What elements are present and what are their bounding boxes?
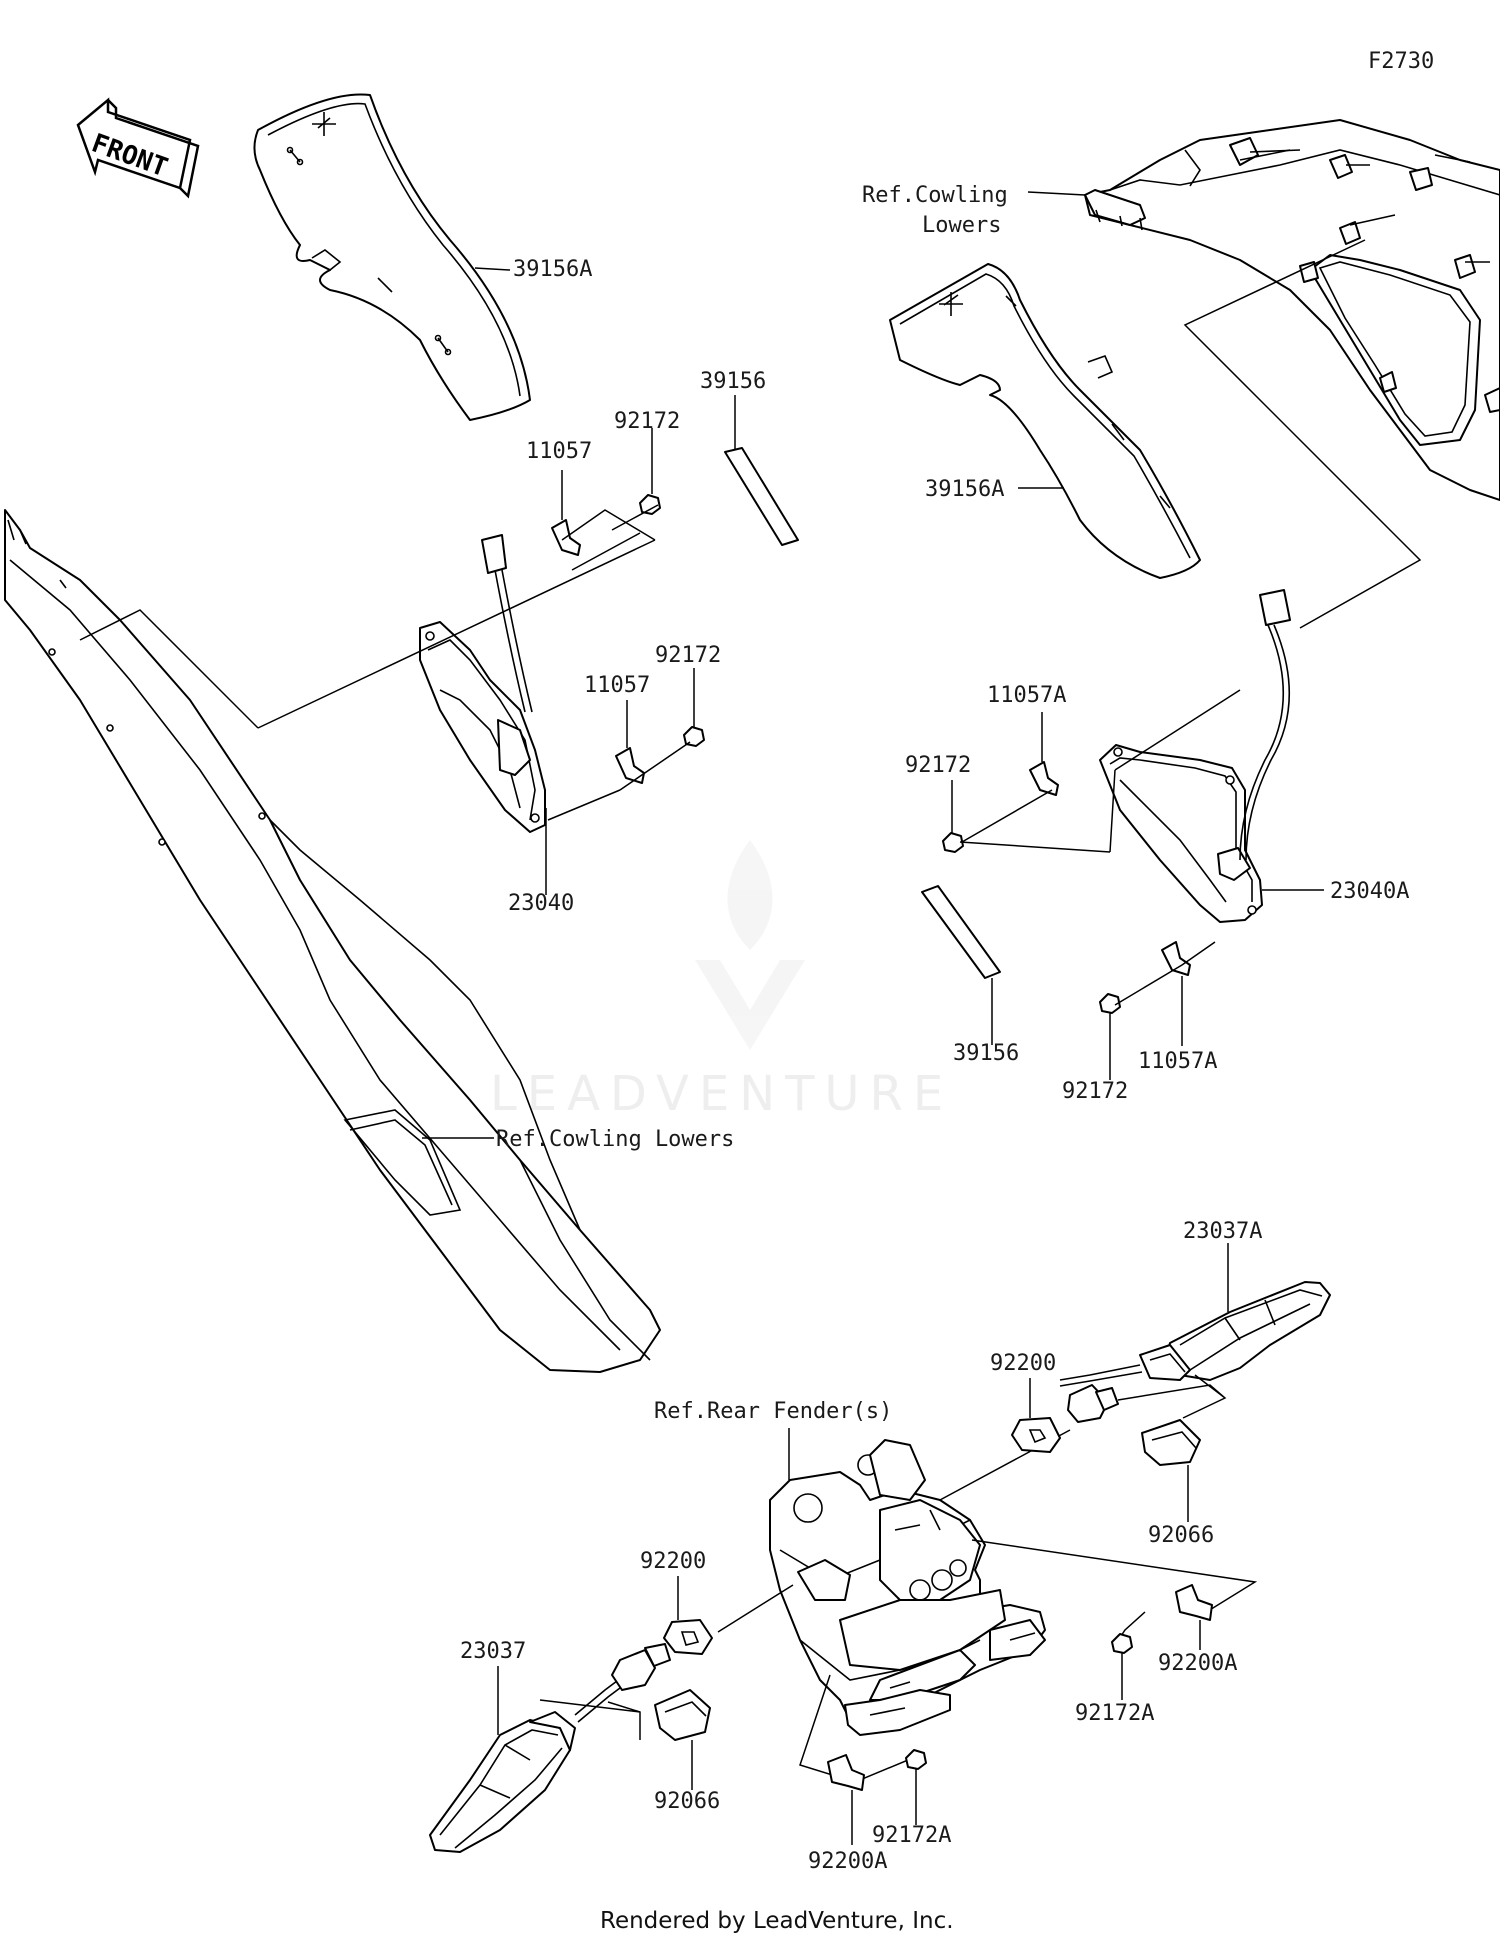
figure-code: F2730 — [1368, 49, 1434, 74]
callout-ref-cowling-lowers-left: Ref.Cowling Lowers — [496, 1127, 734, 1152]
callout-92172A-right: 92172A — [1075, 1701, 1154, 1726]
callout-39156A-right: 39156A — [925, 477, 1004, 502]
reflector-23040A — [1099, 589, 1324, 923]
pad-39156A-right — [889, 263, 1201, 579]
bracket-92200A-bottom — [827, 1754, 865, 1845]
right-reflector-leaders — [959, 689, 1241, 1006]
callout-92172-d: 92172 — [1062, 1079, 1128, 1104]
callout-11057-b: 11057 — [584, 673, 650, 698]
callout-92066-right: 92066 — [1148, 1523, 1214, 1548]
grommet-92200-left — [663, 1576, 713, 1655]
bracket-11057A-bottom — [1161, 941, 1191, 1046]
callout-92066-left: 92066 — [654, 1789, 720, 1814]
callout-92172-c: 92172 — [905, 753, 971, 778]
rear-fender-leaders — [539, 1429, 1258, 1783]
connector-cover-92066-right — [1141, 1419, 1201, 1522]
callout-39156A-top: 39156A — [513, 257, 592, 282]
bracket-11057-b — [615, 700, 645, 784]
screw-92172-d — [1099, 993, 1121, 1080]
reflector-23040 — [419, 534, 547, 895]
right-cowling-leaders — [1027, 149, 1422, 629]
footer-credit: Rendered by LeadVenture, Inc. — [600, 1908, 954, 1934]
callout-ref-cowling-lowers-right-line2: Lowers — [922, 213, 1001, 238]
callout-23037: 23037 — [460, 1639, 526, 1664]
strip-39156-left — [724, 447, 799, 546]
callout-11057A-top: 11057A — [987, 683, 1066, 708]
callout-ref-rear-fender: Ref.Rear Fender(s) — [654, 1399, 892, 1424]
connector-cover-92066-left — [654, 1689, 711, 1790]
screw-92172A-bottom — [905, 1749, 927, 1825]
pad-39156A-top — [253, 93, 531, 421]
callout-92200-left: 92200 — [640, 1549, 706, 1574]
right-cowling-lower-panel — [1084, 119, 1500, 501]
screw-92172-c — [942, 780, 964, 853]
callout-92172A-bottom: 92172A — [872, 1823, 951, 1848]
screw-92172-a — [639, 428, 661, 515]
screw-92172-b — [683, 668, 705, 747]
callout-23040A: 23040A — [1330, 879, 1409, 904]
callout-11057A-bottom: 11057A — [1138, 1049, 1217, 1074]
callout-39156-left: 39156 — [700, 369, 766, 394]
left-cowling-lower-panel — [4, 509, 661, 1373]
turn-signal-23037A — [1059, 1243, 1331, 1423]
callout-11057-a: 11057 — [526, 439, 592, 464]
callout-92172-a: 92172 — [614, 409, 680, 434]
strip-39156-right — [921, 885, 1001, 1045]
callout-39156-right: 39156 — [953, 1041, 1019, 1066]
bracket-11057-a — [551, 470, 581, 556]
grommet-92200-right — [1011, 1378, 1061, 1453]
bracket-11057A-top — [1029, 712, 1059, 796]
callout-23040: 23040 — [508, 891, 574, 916]
rear-fender-bracket — [769, 1428, 1046, 1736]
callout-23037A: 23037A — [1183, 1219, 1262, 1244]
turn-signal-23037 — [429, 1643, 671, 1853]
callout-92200-right: 92200 — [990, 1351, 1056, 1376]
callout-92200A-right: 92200A — [1158, 1651, 1237, 1676]
watermark-logo — [695, 840, 805, 1050]
watermark-text: LEADVENTURE — [490, 1066, 953, 1122]
callout-ref-cowling-lowers-right-line1: Ref.Cowling — [862, 183, 1008, 208]
screw-92172A-right — [1111, 1633, 1133, 1700]
signal-right-leaders — [1117, 1374, 1227, 1419]
bracket-92200A-right — [1175, 1584, 1213, 1650]
left-reflector-leaders — [79, 504, 691, 821]
callout-92200A-bottom: 92200A — [808, 1849, 887, 1874]
front-arrow-icon: FRONT — [76, 97, 200, 199]
callout-92172-b: 92172 — [655, 643, 721, 668]
